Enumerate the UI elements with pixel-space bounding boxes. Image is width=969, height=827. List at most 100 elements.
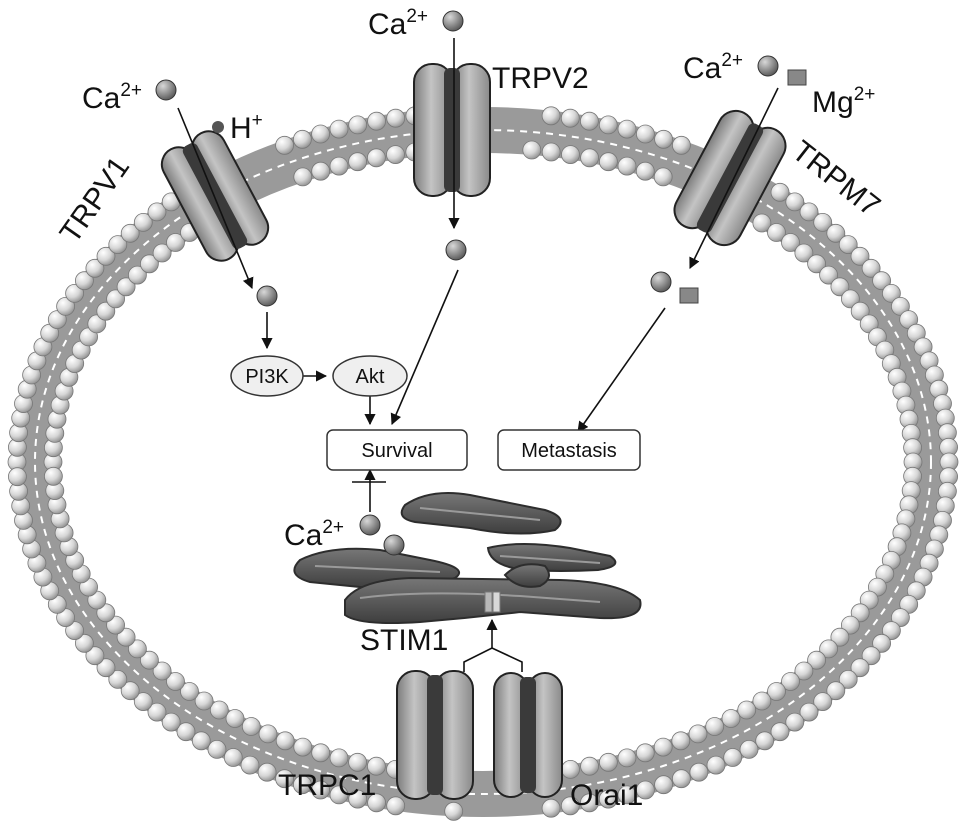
pi3k-node [230,355,304,397]
lipid-head [147,702,167,722]
lipid-head [752,691,772,711]
lipid-head [85,258,105,278]
lipid-head [292,129,312,149]
lipid-head [723,748,743,767]
ca-ion-trpm7 [757,55,779,77]
lipid-head [257,762,277,782]
lipid-head [636,124,655,144]
lipid-head [580,111,599,131]
lipid-head [166,672,185,691]
pi3k-label: PI3K [245,366,289,388]
akt-label: Akt [356,366,385,388]
lipid-head [598,789,618,809]
lipid-head [367,111,387,131]
lipid-head [311,780,331,800]
lipid-head [721,709,741,728]
lipid-head [671,731,691,751]
lipid-head [689,762,709,782]
lipid-head [161,712,181,732]
lipid-head [120,223,140,243]
lipid-head [311,743,331,763]
lipid-head [293,167,313,187]
lipid-head [830,277,850,297]
lipid-head [106,289,125,309]
lipid-head [599,152,618,172]
outer-lipid-heads [7,103,959,821]
lipid-head [653,737,673,757]
lipid-head [672,135,691,155]
stim1-label: STIM1 [360,624,448,657]
lipid-head [386,145,405,165]
lipid-head [541,142,561,162]
lipid-head [147,202,167,222]
ca-ion-trpv2 [442,10,464,32]
lipid-head [561,760,580,779]
lipid-head [85,646,105,666]
lipid-head [813,212,833,232]
lipid-head [561,145,580,165]
lipid-head [209,700,229,720]
lipid-head [599,752,618,772]
lipid-head [7,467,27,487]
lipid-head [386,108,406,128]
lipid-head [598,115,618,135]
survival-label: Survival [361,440,432,462]
lipid-head [560,108,580,128]
lipid-head [108,670,128,689]
lipid-head [799,702,819,722]
ca-label-er: Ca2+ [284,517,344,552]
lipid-head [767,682,786,701]
lipid-head [522,140,542,160]
lipid-head [653,167,673,187]
lipid-head [292,775,312,795]
ca-ion-er [359,514,381,536]
pathway-nodes: PI3K Akt Survival Metastasis [230,355,641,471]
lipid-head [838,670,858,689]
lipid-head [617,785,637,805]
lipid-head [781,233,800,252]
arrow-trpm7-in [689,87,779,270]
lipid-head [617,748,637,768]
lipid-head [127,265,147,285]
ca-ion-trpv1 [155,79,177,101]
lipid-head [706,755,726,775]
lipid-head [770,182,790,202]
stim1-marker-right [492,591,501,613]
lipid-head [75,633,94,653]
mg-ion-trpm7 [787,69,807,86]
akt-node [332,355,408,397]
lipid-head [56,296,75,316]
lipid-head [580,756,599,776]
lipid-head [176,722,196,742]
lipid-head [139,650,159,670]
ca-label-trpm7: Ca2+ [683,50,743,85]
lipid-head [705,717,725,736]
lipid-head [329,748,349,768]
lipid-head [560,796,580,816]
lipid-head [311,124,331,144]
trpc1-channel [396,670,474,800]
orai1-channel [493,672,563,798]
lipid-head [311,161,331,181]
ca-ion-metastasis [650,271,672,293]
lipid-head [386,796,406,816]
lipid-head [275,135,295,155]
lipid-head [672,769,691,789]
lipid-head [225,709,245,728]
lipid-head [826,223,846,243]
lipid-head [152,243,172,263]
lipid-head [767,223,786,242]
inner-lipid-heads [43,139,923,785]
lipid-head [872,633,891,653]
lipid-head [106,615,125,635]
lipid-head [275,731,295,751]
metastasis-label: Metastasis [521,440,617,462]
lipid-head [688,724,708,744]
lipid-head [850,603,870,623]
lipid-head [617,119,637,139]
ca-ion-survival [445,239,467,261]
lipid-head [794,661,814,681]
lipid-head [240,755,260,775]
cell-membrane [7,103,959,821]
